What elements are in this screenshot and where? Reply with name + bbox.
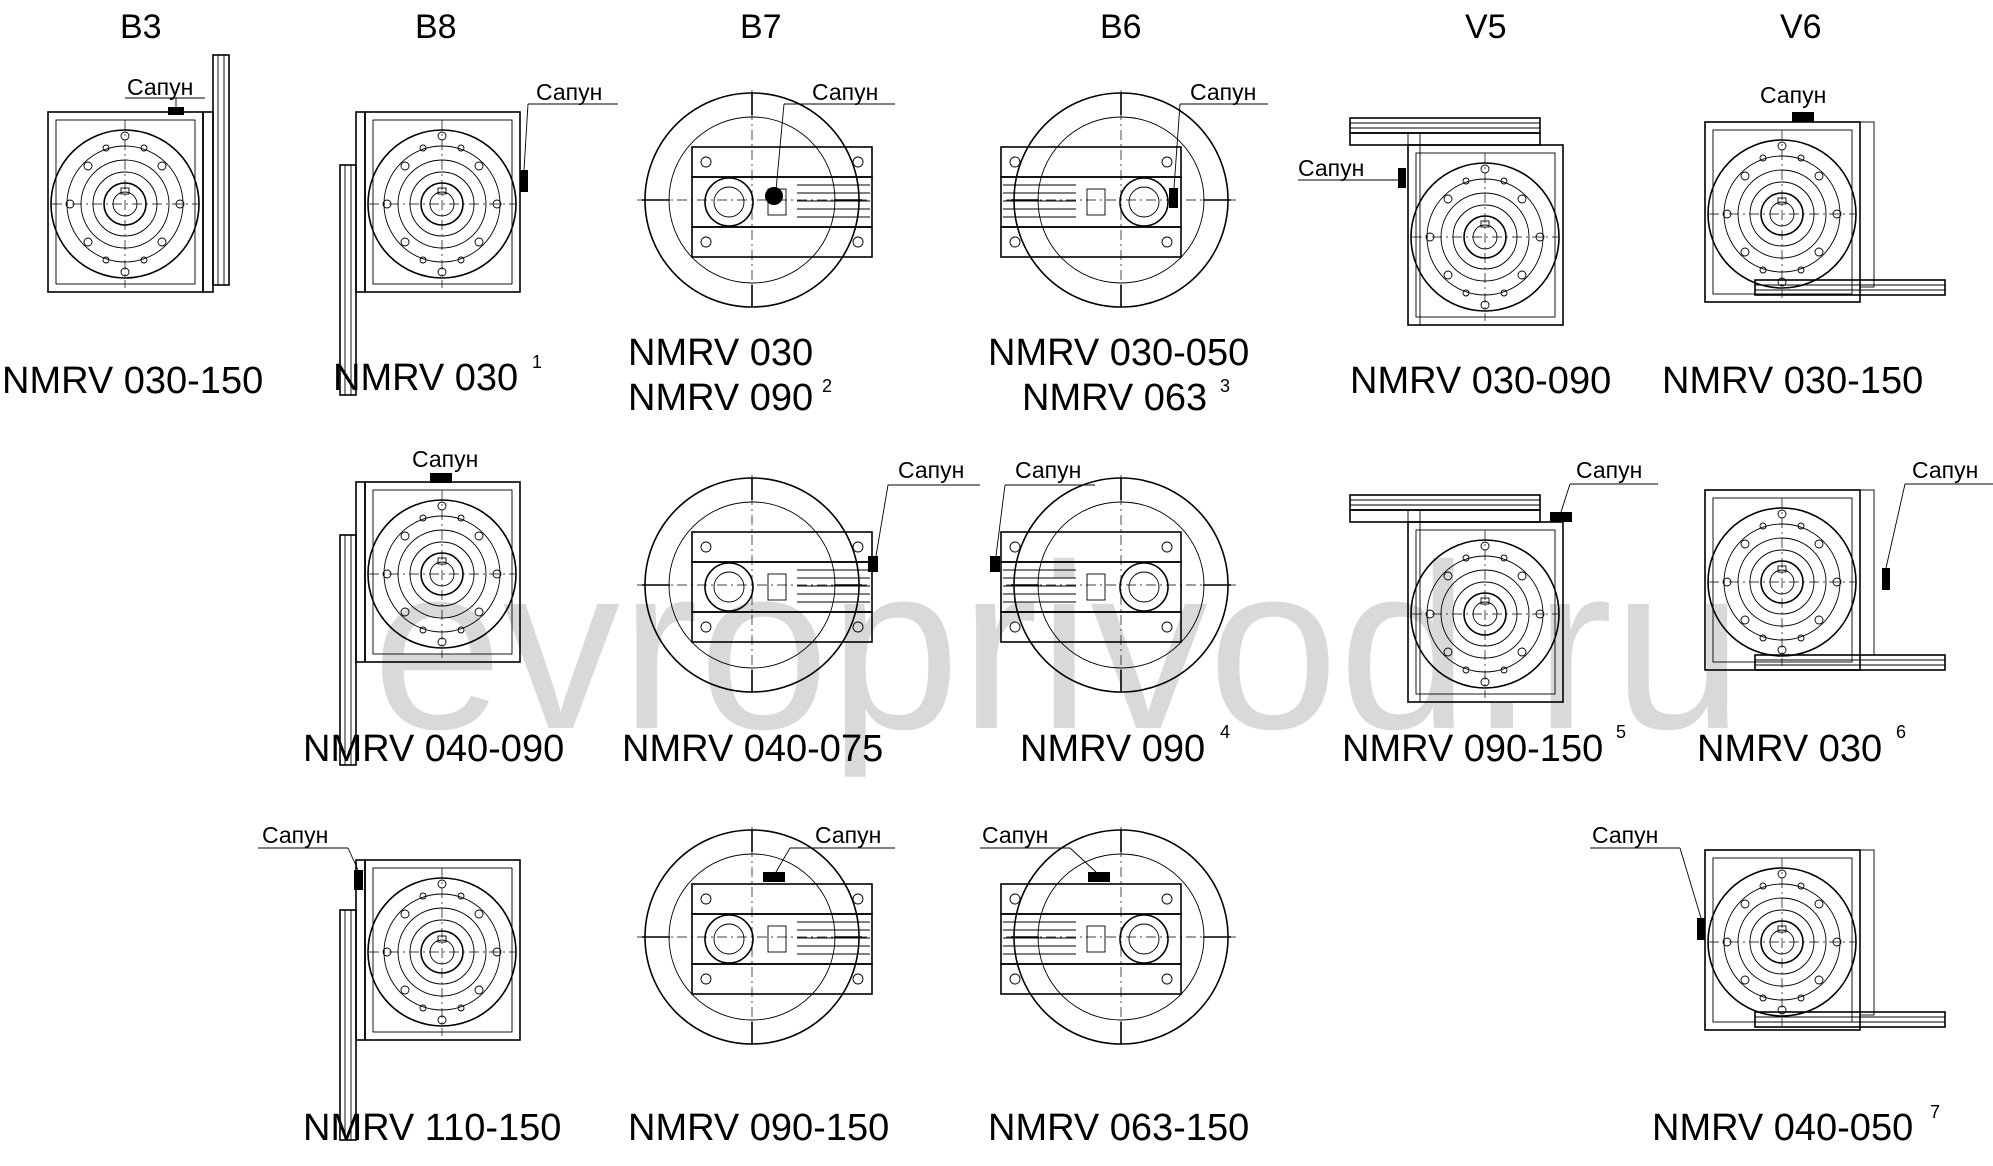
drawing-v6-r2 bbox=[1704, 483, 1993, 671]
model-label-b7-r1: NMRV 030 bbox=[628, 332, 813, 374]
model-label-v5-r1: NMRV 030-090 bbox=[1350, 360, 1611, 402]
breather-label: Сапун bbox=[536, 79, 602, 105]
breather-label: Сапун bbox=[262, 822, 328, 848]
drawing-b8-r3 bbox=[258, 847, 521, 1141]
column-header-v5: V5 bbox=[1465, 8, 1507, 46]
drawing-b7-r2 bbox=[636, 474, 980, 696]
drawing-b7-r3 bbox=[636, 826, 895, 1048]
footnote-mark-v6-r2: 6 bbox=[1896, 722, 1906, 742]
breather-label: Сапун bbox=[812, 79, 878, 105]
footnote-mark-b6-r2: 4 bbox=[1220, 722, 1230, 742]
model-label-b6-r1-line2: NMRV 063 bbox=[1022, 377, 1207, 419]
column-header-v6: V6 bbox=[1780, 8, 1822, 46]
model-label-b7-r1-line2: NMRV 090 bbox=[628, 377, 813, 419]
drawing-b8-r1 bbox=[339, 103, 618, 396]
drawing-b8-r2 bbox=[339, 473, 521, 766]
model-label-v6-r1: NMRV 030-150 bbox=[1662, 360, 1923, 402]
breather-label: Сапун bbox=[898, 457, 964, 483]
model-label-b6-r2: NMRV 090 bbox=[1020, 728, 1205, 770]
model-label-b8-r1: NMRV 030 bbox=[333, 357, 518, 399]
breather-label: Сапун bbox=[1760, 82, 1826, 108]
footnote-mark-b8-r1: 1 bbox=[532, 352, 542, 372]
footnote-mark-v6-r3: 7 bbox=[1930, 1102, 1940, 1122]
drawing-v5-r1 bbox=[1298, 117, 1564, 326]
column-header-b6: B6 bbox=[1100, 8, 1142, 46]
breather-label: Сапун bbox=[1015, 457, 1081, 483]
model-label-b8-r3: NMRV 110-150 bbox=[303, 1107, 561, 1149]
footnote-mark-b7-r1: 2 bbox=[822, 376, 832, 396]
model-label-b3-r1: NMRV 030-150 bbox=[2, 360, 263, 402]
model-label-v5-r2: NMRV 090-150 bbox=[1342, 728, 1603, 770]
breather-label: Сапун bbox=[815, 822, 881, 848]
breather-label: Сапун bbox=[1592, 822, 1658, 848]
model-label-b7-r3: NMRV 090-150 bbox=[628, 1107, 889, 1149]
drawing-b6-r3 bbox=[980, 826, 1237, 1048]
model-label-v6-r3: NMRV 040-050 bbox=[1652, 1107, 1913, 1149]
drawing-v6-r3 bbox=[1590, 847, 1946, 1031]
breather-label: Сапун bbox=[1912, 457, 1978, 483]
breather-label: Сапун bbox=[1190, 79, 1256, 105]
drawing-b6-r2 bbox=[990, 474, 1237, 696]
model-label-b8-r2: NMRV 040-090 bbox=[303, 728, 564, 770]
breather-label: Сапун bbox=[1576, 457, 1642, 483]
breather-label: Сапун bbox=[1298, 155, 1364, 181]
model-label-b6-r3: NMRV 063-150 bbox=[988, 1107, 1249, 1149]
breather-label: Сапун bbox=[412, 446, 478, 472]
model-label-v6-r2: NMRV 030 bbox=[1697, 728, 1882, 770]
drawing-b7-r1 bbox=[636, 89, 895, 311]
drawing-v5-r2 bbox=[1349, 483, 1658, 703]
footnote-mark-b6-r1: 3 bbox=[1220, 376, 1230, 396]
column-header-b3: B3 bbox=[120, 8, 162, 46]
footnote-mark-v5-r2: 5 bbox=[1616, 722, 1626, 742]
drawing-b6-r1 bbox=[1000, 89, 1268, 311]
breather-label: Сапун bbox=[982, 822, 1048, 848]
drawing-v6-r1 bbox=[1704, 112, 1946, 303]
model-label-b6-r1: NMRV 030-050 bbox=[988, 332, 1249, 374]
model-label-b7-r2: NMRV 040-075 bbox=[622, 728, 883, 770]
column-header-b7: B7 bbox=[740, 8, 782, 46]
column-header-b8: B8 bbox=[415, 8, 457, 46]
breather-label: Сапун bbox=[127, 74, 193, 100]
drawing-b3-r1 bbox=[47, 54, 230, 293]
